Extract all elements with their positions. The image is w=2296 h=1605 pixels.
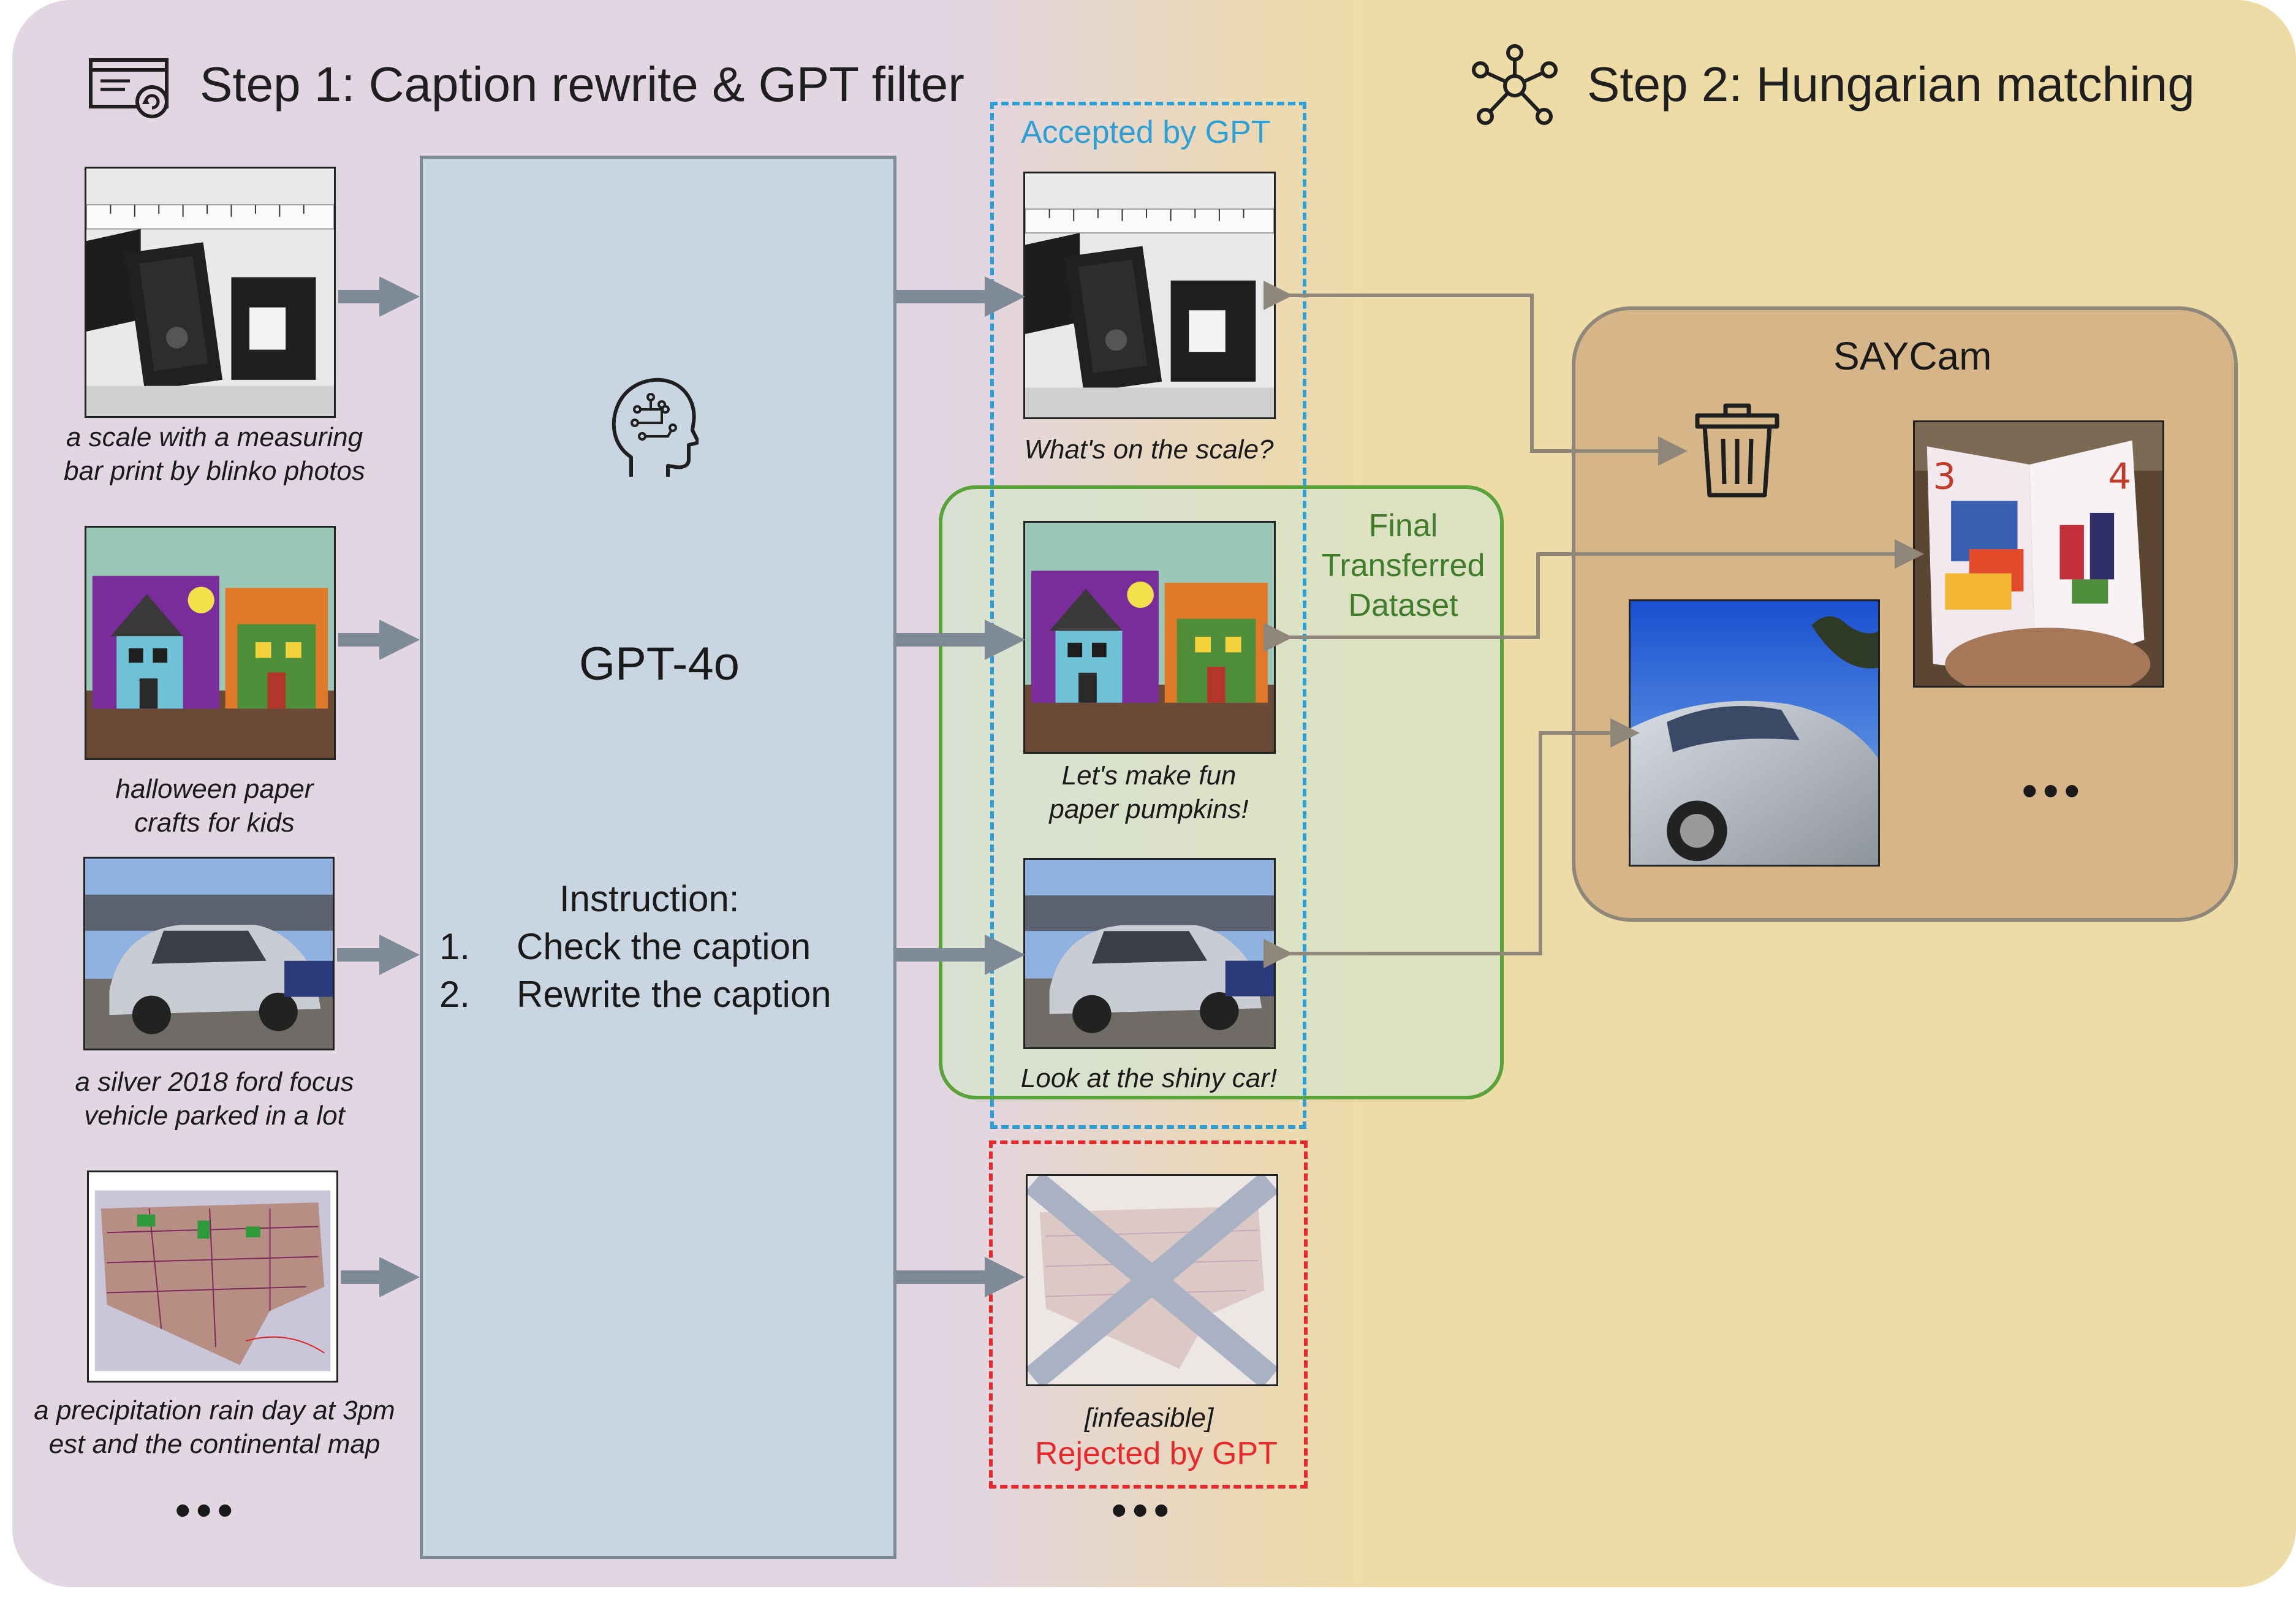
final-label-line1: Final — [1368, 508, 1438, 544]
output-caption-2-line1: Let's make fun — [1061, 761, 1237, 791]
input-caption-1-line1: a scale with a measuring — [66, 422, 363, 452]
input-image-halloween — [85, 526, 336, 760]
accepted-label: Accepted by GPT — [1021, 115, 1271, 150]
rejected-label: Rejected by GPT — [1035, 1436, 1278, 1471]
instruction-2-text: Rewrite the caption — [517, 974, 832, 1015]
svg-text:4: 4 — [2108, 455, 2131, 497]
match-connector-scale — [1264, 281, 1688, 466]
output-caption-3-line1: Look at the shiny car! — [1020, 1063, 1278, 1093]
input-caption-2-line2: crafts for kids — [134, 808, 295, 838]
instruction-1-text: Check the caption — [517, 926, 811, 967]
output-image-scale — [1023, 172, 1276, 419]
step1-title: Step 1: Caption rewrite & GPT filter — [200, 57, 964, 112]
input-caption-3-line2: vehicle parked in a lot — [84, 1101, 345, 1131]
input-caption-2: halloween paper crafts for kids — [25, 772, 404, 840]
match-connector-car — [1264, 718, 1640, 968]
output-image-map-rejected — [1026, 1174, 1278, 1386]
input-caption-1-line2: bar print by blinko photos — [64, 456, 365, 486]
output-caption-2: Let's make fun paper pumpkins! — [993, 759, 1305, 826]
trash-icon — [1691, 402, 1783, 500]
input-image-car — [83, 857, 335, 1050]
output-image-car — [1023, 858, 1276, 1049]
gpt-4o-label: GPT-4o — [579, 638, 740, 690]
input-ellipsis: ••• — [175, 1486, 239, 1534]
input-image-map — [87, 1171, 338, 1383]
input-caption-3-line1: a silver 2018 ford focus — [75, 1067, 354, 1097]
input-caption-3: a silver 2018 ford focus vehicle parked … — [12, 1065, 417, 1133]
saycam-book-image: 3 4 — [1913, 420, 2164, 688]
output-caption-2-line2: paper pumpkins! — [1049, 794, 1249, 824]
instruction-title: Instruction: — [559, 878, 740, 919]
rejected-region — [989, 1140, 1308, 1489]
output-caption-3: Look at the shiny car! — [993, 1061, 1305, 1095]
instruction-1-number: 1. — [439, 926, 471, 967]
input-caption-1: a scale with a measuring bar print by bl… — [25, 420, 404, 488]
brain-head-icon — [607, 373, 700, 480]
output-caption-4: [infeasible] — [993, 1401, 1305, 1435]
input-caption-4-line2: est and the continental map — [48, 1429, 381, 1459]
saycam-ellipsis: ••• — [2022, 767, 2086, 814]
svg-text:3: 3 — [1933, 455, 1957, 497]
network-icon — [1469, 43, 1560, 129]
gpt-4o-box — [420, 156, 896, 1559]
output-caption-1: What's on the scale? — [993, 433, 1305, 466]
output-caption-4-line1: [infeasible] — [1084, 1403, 1214, 1433]
instruction-2-number: 2. — [439, 974, 471, 1015]
input-caption-4-line1: a precipitation rain day at 3pm — [34, 1395, 395, 1425]
step2-title: Step 2: Hungarian matching — [1587, 57, 2195, 112]
input-image-scale — [85, 167, 336, 418]
reject-cross-line — [1028, 1176, 1276, 1384]
output-caption-1-line1: What's on the scale? — [1024, 434, 1274, 465]
input-caption-4: a precipitation rain day at 3pm est and … — [12, 1394, 417, 1461]
output-ellipsis: ••• — [1112, 1486, 1175, 1534]
match-connector-halloween — [1264, 539, 1924, 652]
output-image-halloween — [1023, 521, 1276, 754]
input-caption-2-line1: halloween paper — [115, 774, 314, 804]
saycam-label: SAYCam — [1833, 334, 1992, 378]
document-refresh-icon — [87, 54, 173, 121]
